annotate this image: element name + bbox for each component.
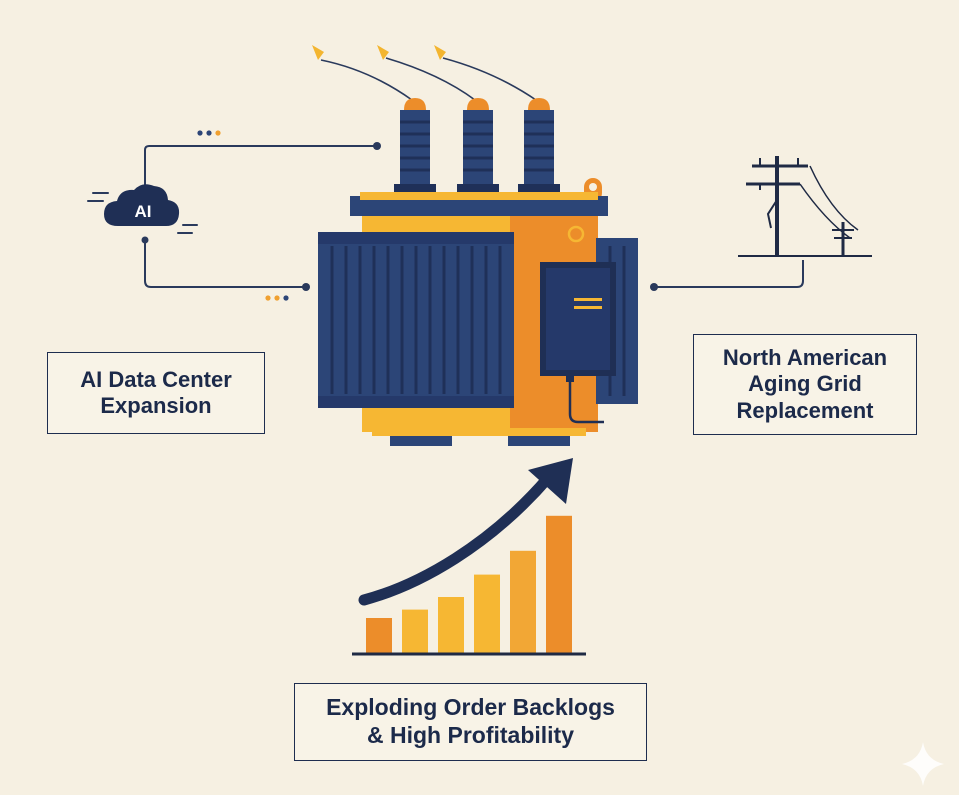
connector-ai-top (144, 145, 377, 192)
ai-expansion-label: AI Data Center Expansion (47, 352, 265, 434)
growth-bar (402, 609, 428, 653)
backlog-line-2: & High Profitability (367, 722, 574, 748)
bushing-middle (457, 98, 499, 196)
growth-chart-icon (366, 515, 572, 653)
connector-node-top (373, 142, 381, 150)
ai-expansion-line-2: Expansion (100, 393, 212, 418)
transformer-icon (318, 98, 638, 446)
power-pole-icon (738, 156, 872, 257)
growth-bar (546, 515, 572, 653)
connector-ai-bottom (144, 240, 306, 288)
grid-replacement-line-3: Replacement (736, 397, 874, 423)
ai-cloud-badge: AI (135, 202, 152, 221)
bushing-left (394, 98, 436, 196)
growth-bar (510, 550, 536, 653)
ai-expansion-line-1: AI Data Center (80, 366, 232, 392)
connector-lines (144, 145, 804, 288)
sparkle-icon (902, 742, 944, 786)
backlog-line-1: Exploding Order Backlogs (326, 694, 615, 721)
grid-replacement-line-1: North American (722, 344, 888, 370)
connector-node-right (650, 283, 658, 291)
connector-grid (654, 260, 804, 288)
data-flow-dots-bottom (265, 295, 289, 301)
ai-cloud-icon: AI (104, 184, 180, 226)
grid-replacement-label: North American Aging Grid Replacement (693, 334, 917, 435)
growth-bar (474, 574, 500, 653)
growth-arrow-icon (358, 458, 573, 606)
control-cabinet (540, 262, 616, 424)
growth-bar (366, 618, 392, 653)
data-flow-dots-top (197, 130, 221, 136)
speed-lines-icon (87, 192, 198, 234)
backlog-label: Exploding Order Backlogs & High Profitab… (294, 683, 647, 761)
grid-replacement-line-2: Aging Grid (748, 371, 862, 397)
bushing-right (518, 98, 560, 196)
cloud-node-bottom (141, 236, 149, 244)
lightning-wires-icon (312, 45, 537, 101)
radiator-fins (318, 232, 514, 408)
growth-bar (438, 597, 464, 653)
connector-node-left (302, 283, 310, 291)
